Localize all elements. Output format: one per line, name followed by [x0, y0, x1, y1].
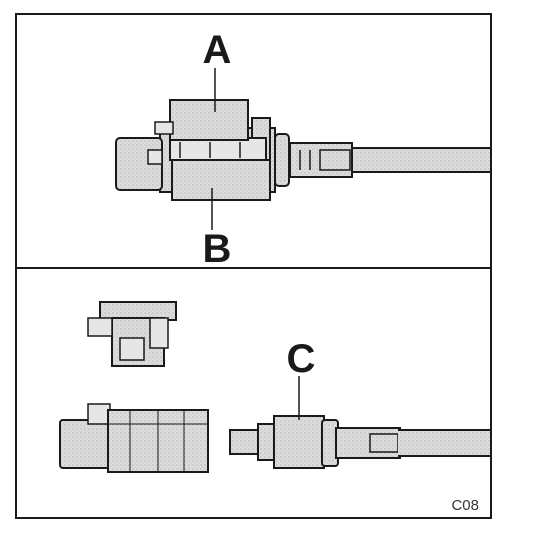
bottom-cable — [398, 429, 492, 457]
loose-connector-housing — [59, 403, 209, 473]
top-flange-ring — [274, 133, 290, 187]
loose-latch-part — [87, 301, 177, 367]
top-locking-lever — [169, 137, 267, 161]
figure-frame — [15, 13, 492, 519]
figure-code: C08 — [451, 497, 479, 514]
top-cable — [350, 147, 492, 173]
top-front-plug — [115, 137, 163, 191]
part-c-seal-terminal — [229, 415, 401, 469]
part-a-latch — [154, 99, 249, 141]
label-a: A — [203, 28, 232, 72]
part-b-latch — [171, 159, 271, 201]
top-panel-assembled-connector — [115, 68, 492, 230]
label-b: B — [203, 227, 232, 271]
bottom-panel-exploded-parts — [59, 301, 492, 473]
top-crimp-boot — [289, 142, 353, 178]
label-c: C — [287, 337, 316, 381]
